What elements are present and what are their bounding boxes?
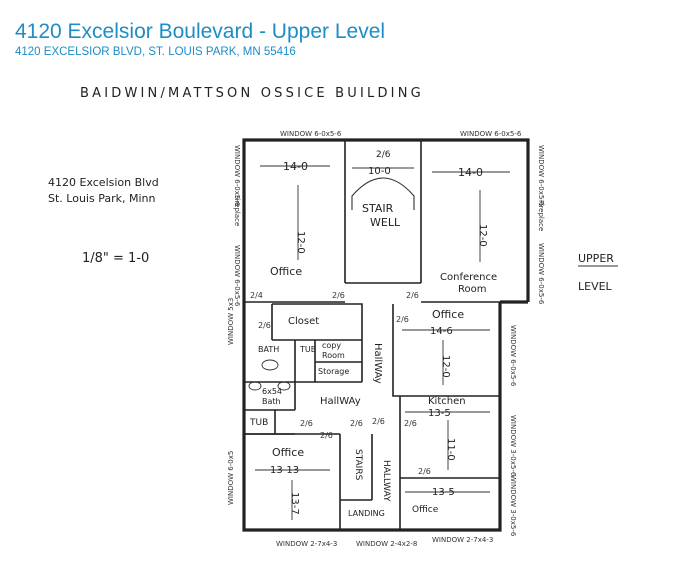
- bath-lower-tub: TUB: [249, 418, 268, 428]
- sketch-scale: 1/8" = 1-0: [82, 251, 149, 266]
- office-sw-width: 13-13: [270, 465, 299, 476]
- window-west-1: WINDOW 6-0x5-6: [233, 145, 241, 207]
- window-east-2: WINDOW 6-0x5-6: [537, 243, 545, 305]
- kitchen-width: 13-5: [428, 408, 451, 419]
- door-d3: 2/6: [406, 291, 419, 300]
- stairs-label: STAIRS: [353, 449, 363, 481]
- office-east-depth: 12-0: [440, 355, 451, 378]
- door-d4: 2/6: [258, 321, 271, 330]
- window-north-2: WINDOW 6-0x5-6: [460, 130, 522, 138]
- window-west-office: WINDOW 6-0x5: [227, 451, 235, 505]
- hallway-center-label: HallWAy: [372, 343, 383, 384]
- office-east-label: Office: [432, 308, 464, 321]
- bath-upper-label: BATH: [258, 345, 279, 354]
- conference-depth: 12-0: [477, 224, 488, 247]
- copy-room-label-2: Room: [322, 351, 345, 360]
- office-nw-width: 14-0: [283, 160, 308, 173]
- level-label-line2: LEVEL: [578, 280, 613, 293]
- door-d11: 2/6: [300, 419, 313, 428]
- hallway-mid-label: HallWAy: [320, 396, 361, 407]
- door-d10: 2/6: [418, 467, 431, 476]
- door-d7: 2/6: [320, 431, 333, 440]
- sketch-address-line1: 4120 Excelsion Blvd: [48, 176, 159, 189]
- kitchen-label: Kitchen: [428, 396, 466, 407]
- level-label-line1: UPPER: [578, 252, 614, 265]
- window-east-kitchen: WINDOW 3-0x5-6: [509, 415, 517, 477]
- stairwell-label-1: STAIR: [362, 202, 394, 215]
- bath-upper-tub: TUB: [299, 345, 316, 354]
- office-nw-label: Office: [270, 265, 302, 278]
- copy-room-label-1: copy: [322, 341, 341, 350]
- office-east-width: 14-6: [430, 326, 453, 337]
- door-d8: 2/6: [350, 419, 363, 428]
- room-labels: 14-0 Office 12-0 10-0 2/6 STAIR WELL 14-…: [249, 150, 497, 518]
- door-d1: 2/4: [250, 291, 263, 300]
- office-se-label: Office: [412, 505, 439, 515]
- listing-address: 4120 EXCELSIOR BLVD, ST. LOUIS PARK, MN …: [15, 46, 296, 58]
- interior-walls: [244, 140, 500, 530]
- window-west-2: WINDOW 6-0x5-6: [233, 245, 241, 307]
- bath-lower-size: 6x54: [262, 387, 282, 396]
- sketch-address-line2: St. Louis Park, Minn: [48, 192, 155, 205]
- window-east-1: WINDOW 6-0x5-6: [537, 145, 545, 207]
- office-sw-depth: 13-7: [289, 492, 300, 515]
- door-d6: 2/6: [372, 417, 385, 426]
- office-sw-label: Office: [272, 446, 304, 459]
- window-labels: WINDOW 6-0x5-6 WINDOW 6-0x5-6 WINDOW 6-0…: [227, 130, 545, 548]
- dimension-arrows: [255, 165, 510, 520]
- landing-label: LANDING: [348, 509, 385, 518]
- window-east-office-se: WINDOW 3-0x5-6: [509, 475, 517, 537]
- window-west-fireplace: Fireplace: [233, 195, 241, 226]
- closet-label: Closet: [288, 316, 319, 327]
- stairwell-width: 10-0: [368, 166, 391, 177]
- building-name: BAIDWIN/MATTSON OSSICE BUILDING: [80, 86, 424, 101]
- office-nw-depth: 12-0: [295, 231, 306, 254]
- window-east-fireplace: Fireplace: [537, 200, 545, 231]
- listing-title: 4120 Excelsior Boulevard - Upper Level: [15, 20, 386, 43]
- hallway-south-label: HALLWAY: [381, 460, 391, 502]
- bath-fixtures: [248, 359, 291, 391]
- door-d9: 2/6: [404, 419, 417, 428]
- office-se-width: 13-5: [432, 487, 455, 498]
- door-d2: 2/6: [332, 291, 345, 300]
- window-south-2: WINDOW 2-4x2-8: [356, 540, 417, 548]
- kitchen-depth: 11-0: [445, 438, 456, 461]
- stairwell-label-2: WELL: [370, 216, 401, 229]
- window-north-1: WINDOW 6-0x5-6: [280, 130, 342, 138]
- stairwell-door: 2/6: [376, 150, 391, 160]
- window-west-bath: WINDOW 5x3: [227, 298, 235, 345]
- window-south-1: WINDOW 2-7x4-3: [276, 540, 337, 548]
- door-labels: 2/4 2/6 2/6 2/6 2/6 2/6 2/6 2/6 2/6 2/6 …: [250, 291, 431, 476]
- bath-lower-label: Bath: [262, 397, 281, 406]
- window-east-office: WINDOW 6-0x5-6: [509, 325, 517, 387]
- conference-label-2: Room: [458, 284, 486, 295]
- door-d5: 2/6: [396, 315, 409, 324]
- window-south-3: WINDOW 2-7x4-3: [432, 536, 493, 544]
- conference-label-1: Conference: [440, 272, 497, 283]
- outer-walls: [242, 138, 530, 532]
- conference-width: 14-0: [458, 166, 483, 179]
- storage-label: Storage: [318, 367, 349, 376]
